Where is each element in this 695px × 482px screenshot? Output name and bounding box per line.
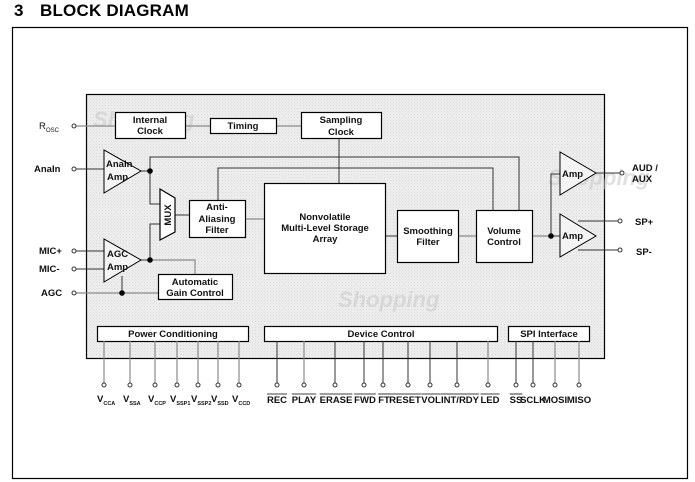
svg-text:Clock: Clock: [137, 126, 164, 137]
junctions: [119, 168, 554, 296]
svg-text:Internal: Internal: [133, 115, 167, 126]
section-title: BLOCK DIAGRAM: [40, 1, 189, 20]
pin-anain: AnaIn: [34, 164, 77, 175]
automatic-gain-control-block: Automatic Gain Control: [157, 273, 234, 301]
svg-text:Control: Control: [487, 237, 521, 248]
spi-pin-label: SS: [510, 395, 523, 406]
pin-mic-plus: MIC+: [39, 246, 77, 257]
svg-text:Power Conditioning: Power Conditioning: [128, 329, 218, 340]
spi-pin-ss: SS: [509, 341, 523, 406]
device-pin-label: PLAY: [292, 395, 317, 406]
device-pin-led: LED: [480, 341, 500, 406]
device-pin-label: FWD: [354, 395, 376, 406]
device-pin-fwd: FWD: [354, 341, 376, 406]
svg-text:Multi-Level Storage: Multi-Level Storage: [281, 223, 369, 234]
device-pin-reset: RESET: [389, 341, 421, 406]
spi-pin-label: SCLK: [520, 395, 546, 406]
speaker-output-amp: Amp: [559, 213, 597, 258]
svg-text:Aliasing: Aliasing: [199, 214, 236, 225]
svg-text:AnaIn: AnaIn: [34, 164, 61, 175]
timing-block: Timing: [209, 117, 278, 135]
spi-pin-label: MOSI: [543, 395, 567, 406]
sampling-clock-block: Sampling Clock: [300, 111, 383, 140]
svg-text:AGC: AGC: [41, 288, 62, 299]
spi-pin-sclk: SCLK: [520, 341, 546, 406]
svg-text:Gain Control: Gain Control: [166, 288, 224, 299]
spi-pin-miso: MISO: [567, 341, 591, 406]
aux-output-amp: Amp: [559, 151, 597, 196]
storage-array-block: Nonvolatile Multi-Level Storage Array: [263, 182, 387, 275]
pin-rosc: R OSC: [39, 121, 77, 134]
svg-text:AnaIn: AnaIn: [106, 159, 133, 170]
power-conditioning-block: Power Conditioning: [96, 325, 250, 343]
svg-text:AUX: AUX: [632, 174, 653, 185]
svg-text:MIC+: MIC+: [39, 246, 62, 257]
device-pin-label: INT/RDY: [441, 395, 480, 406]
device-pin-int-rdy: INT/RDY: [441, 341, 480, 406]
svg-text:Anti-: Anti-: [206, 202, 228, 213]
svg-text:Amp: Amp: [107, 262, 128, 273]
internal-clock-block: Internal Clock: [114, 111, 187, 140]
section-heading: 3 BLOCK DIAGRAM: [14, 1, 189, 21]
agc-amp: AGC Amp: [103, 238, 142, 283]
svg-text:SP-: SP-: [636, 247, 652, 258]
pin-agc: AGC: [41, 288, 77, 299]
spi-interface-block: SPI Interface: [507, 325, 591, 343]
device-pin-vol: VOL: [421, 341, 441, 406]
svg-text:Device Control: Device Control: [347, 329, 414, 340]
wires: [76, 125, 622, 294]
pin-sp-plus: SP+: [617, 217, 654, 228]
svg-text:Smoothing: Smoothing: [403, 226, 453, 237]
pin-aud-aux: AUD / AUX: [619, 163, 658, 185]
volume-control-block: Volume Control: [475, 209, 534, 264]
pin-sp-minus: SP-: [617, 247, 652, 258]
svg-text:Automatic: Automatic: [172, 277, 218, 288]
svg-text:AUD /: AUD /: [632, 163, 658, 174]
svg-text:Amp: Amp: [562, 169, 583, 180]
svg-text:Volume: Volume: [487, 226, 521, 237]
anti-aliasing-filter-block: Anti- Aliasing Filter: [188, 199, 247, 239]
svg-text:Timing: Timing: [228, 121, 259, 132]
device-pin-play: PLAY: [291, 341, 317, 406]
svg-text:AGC: AGC: [107, 249, 128, 260]
svg-text:Array: Array: [313, 234, 339, 245]
svg-text:Amp: Amp: [562, 231, 583, 242]
svg-text:Filter: Filter: [205, 225, 229, 236]
mux-block: MUX: [159, 187, 176, 241]
svg-text:Amp: Amp: [107, 172, 128, 183]
svg-text:MUX: MUX: [163, 204, 174, 226]
device-pin-label: LED: [481, 395, 500, 406]
anain-amp: AnaIn Amp: [103, 149, 142, 194]
smoothing-filter-block: Smoothing Filter: [396, 209, 460, 264]
device-pin-label: FT: [378, 395, 390, 406]
device-pin-rec: REC: [266, 341, 287, 406]
device-pin-erase: ERASE: [319, 341, 353, 406]
svg-text:Clock: Clock: [328, 127, 355, 138]
svg-text:Filter: Filter: [416, 237, 440, 248]
spi-pin-mosi: MOSI: [543, 341, 567, 406]
svg-text:Shopping: Shopping: [338, 287, 440, 312]
svg-text:SPI Interface: SPI Interface: [520, 329, 578, 340]
spi-pin-label: MISO: [567, 395, 591, 406]
device-pin-label: REC: [267, 395, 287, 406]
pin-mic-minus: MIC-: [39, 264, 77, 275]
device-pin-label: ERASE: [320, 395, 353, 406]
power-pin-vssa: VSSA: [123, 341, 141, 407]
device-pin-ft: FT: [378, 341, 390, 406]
svg-text:R: R: [39, 121, 46, 132]
svg-text:Nonvolatile: Nonvolatile: [299, 212, 350, 223]
svg-text:SP+: SP+: [635, 217, 654, 228]
svg-text:OSC: OSC: [46, 128, 60, 134]
section-number: 3: [14, 1, 24, 20]
device-pin-label: RESET: [389, 395, 421, 406]
svg-text:MIC-: MIC-: [39, 264, 60, 275]
svg-text:Sampling: Sampling: [320, 115, 363, 126]
device-pin-label: VOL: [421, 395, 441, 406]
device-control-block: Device Control: [263, 325, 499, 343]
